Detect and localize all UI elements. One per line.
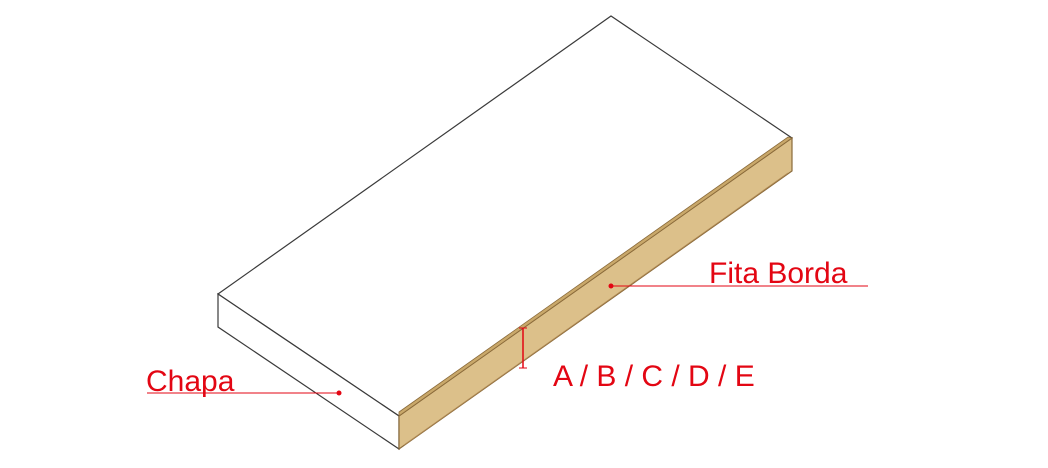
chapa-label: Chapa [146, 365, 235, 398]
edge-band-bottom-line [403, 172, 789, 446]
dimensions-label: A / B / C / D / E [553, 360, 755, 393]
fita-borda-label: Fita Borda [709, 257, 848, 290]
edge-band-top-strip [398, 136, 793, 417]
